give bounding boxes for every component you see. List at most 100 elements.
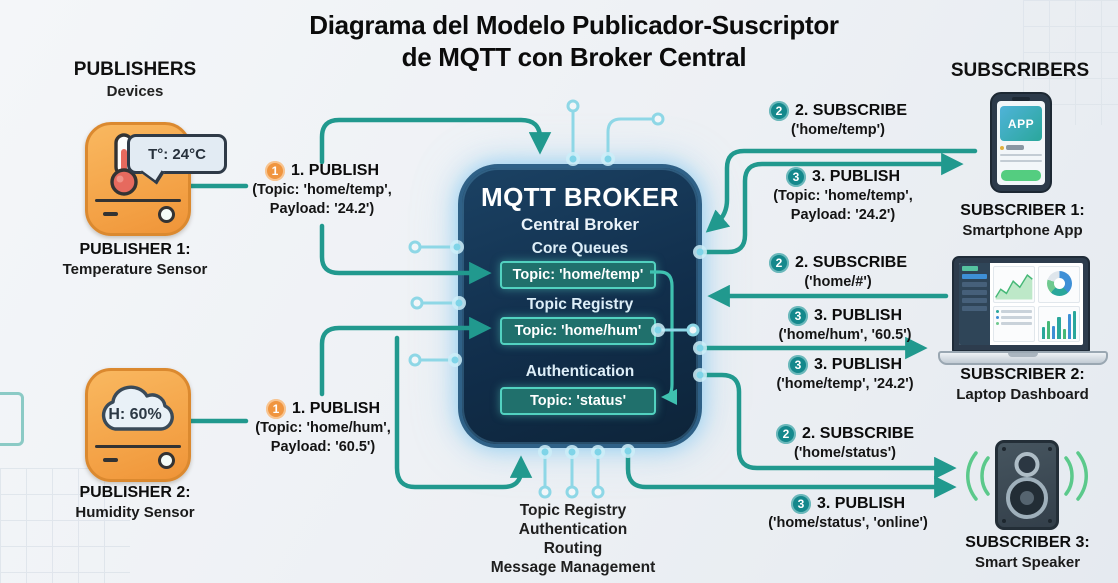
page-title-line1: Diagrama del Modelo Publicador-Suscripto… — [309, 10, 839, 40]
topic-box-home-hum: Topic: 'home/hum' — [500, 317, 656, 345]
subscriber-2-label: SUBSCRIBER 2: Laptop Dashboard — [930, 366, 1115, 403]
subscribers-header: SUBSCRIBERS — [930, 60, 1110, 82]
publish-1-hum-label: 1 1. PUBLISH (Topic: 'home/hum', Payload:… — [230, 399, 416, 457]
broker-function-item: Message Management — [490, 559, 656, 576]
bar-chart-card — [1038, 305, 1080, 342]
message-topic: ('home/status') — [794, 445, 896, 461]
step-badge: 1 — [264, 161, 285, 181]
phone-notch — [1012, 97, 1030, 101]
app-tile: APP — [1000, 106, 1042, 141]
publish-1-temp-label: 1 1. PUBLISH (Topic: 'home/temp', Payload… — [228, 161, 416, 219]
device-base-dash — [103, 212, 118, 216]
step-badge: 3 — [787, 306, 808, 326]
teal-square-decoration — [0, 392, 24, 446]
message-title: 3. PUBLISH — [816, 495, 905, 512]
message-title: 1. PUBLISH — [291, 400, 380, 417]
dashboard-screen — [959, 263, 1083, 345]
subscriber-3-label: SUBSCRIBER 3: Smart Speaker — [940, 534, 1115, 571]
step-badge: 3 — [785, 167, 806, 187]
topic-box-status: Topic: 'status' — [500, 387, 656, 415]
broker-subtitle: Central Broker — [520, 215, 640, 234]
svg-text:H: 60%: H: 60% — [108, 406, 161, 423]
message-title: 2. SUBSCRIBE — [801, 425, 915, 442]
temperature-reading-bubble: T°: 24°C — [127, 134, 227, 174]
message-topic: (Topic: 'home/hum', — [255, 420, 391, 436]
device-base-led — [158, 452, 175, 469]
device-base-dash — [103, 458, 118, 462]
publish-temp-laptop-label: 3 3. PUBLISH ('home/temp', '24.2') — [750, 355, 940, 394]
publisher-1-type: Temperature Sensor — [62, 261, 208, 278]
smartphone-icon: APP — [990, 92, 1052, 193]
donut-chart-card — [1038, 266, 1080, 303]
subscriber-1-type: Smartphone App — [962, 222, 1083, 239]
message-topic: ('home/temp', '24.2') — [776, 376, 914, 392]
subscriber-2-type: Laptop Dashboard — [956, 386, 1089, 403]
speaker-screw — [1002, 447, 1006, 451]
subscriber-3-type: Smart Speaker — [974, 554, 1081, 571]
broker-title: MQTT BROKER — [481, 182, 679, 212]
message-topic: (Topic: 'home/temp', — [252, 182, 392, 198]
phone-ui-line — [1000, 154, 1042, 156]
subscriber-2-name: SUBSCRIBER 2: — [960, 366, 1085, 383]
grid-decoration-bottom-left — [0, 468, 130, 583]
speaker-screw — [1048, 447, 1052, 451]
page-title: Diagrama del Modelo Publicador-Suscripto… — [30, 9, 1118, 73]
step-badge: 2 — [768, 253, 789, 273]
publisher-2-device: H: 60% — [85, 368, 191, 482]
step-badge: 2 — [775, 424, 796, 444]
publishers-header-title: PUBLISHERS — [73, 59, 197, 80]
message-title: 3. PUBLISH — [813, 307, 902, 324]
page-title-line2: de MQTT con Broker Central — [401, 42, 747, 72]
step-badge: 1 — [265, 399, 286, 419]
publisher-2-name: PUBLISHER 2: — [79, 484, 191, 501]
speaker-woofer — [1006, 477, 1048, 519]
device-base-led — [158, 206, 175, 223]
message-topic: ('home/hum', '60.5') — [778, 327, 912, 343]
subscriber-3-name: SUBSCRIBER 3: — [965, 534, 1090, 551]
message-title: 2. SUBSCRIBE — [794, 102, 908, 119]
broker-section-authentication: Authentication — [525, 363, 635, 380]
subscribe-speaker-label: 2 2. SUBSCRIBE ('home/status') — [755, 424, 935, 463]
broker-function-item: Routing — [543, 540, 603, 557]
phone-screen: APP — [997, 101, 1045, 185]
speaker-tweeter — [1014, 452, 1040, 477]
publishers-header: PUBLISHERS Devices — [45, 59, 225, 100]
subscribers-header-title: SUBSCRIBERS — [950, 60, 1090, 81]
broker-functions-list: Topic Registry Authentication Routing Me… — [452, 501, 694, 577]
publisher-2-label: PUBLISHER 2: Humidity Sensor — [35, 484, 235, 521]
publisher-1-name: PUBLISHER 1: — [79, 241, 191, 258]
message-topic: ('home/temp') — [791, 122, 885, 138]
message-title: 1. PUBLISH — [290, 162, 379, 179]
publish-hum-laptop-label: 3 3. PUBLISH ('home/hum', '60.5') — [750, 306, 940, 345]
phone-ui-line — [1000, 160, 1042, 162]
speaker-screw — [1048, 519, 1052, 523]
broker-section-core-queues: Core Queues — [531, 240, 629, 257]
phone-ui-row — [1000, 145, 1042, 150]
publisher-2-type: Humidity Sensor — [75, 504, 195, 521]
subscriber-1-name: SUBSCRIBER 1: — [960, 202, 1085, 219]
step-badge: 3 — [787, 355, 808, 375]
message-payload: Payload: '24.2') — [269, 201, 375, 217]
message-title: 3. PUBLISH — [813, 356, 902, 373]
broker-section-topic-registry: Topic Registry — [526, 296, 634, 313]
broker-function-item: Topic Registry — [519, 502, 627, 519]
step-badge: 3 — [790, 494, 811, 514]
dashboard-sidebar — [959, 263, 990, 345]
laptop-icon — [952, 256, 1090, 352]
subscriber-1-label: SUBSCRIBER 1: Smartphone App — [935, 202, 1110, 239]
publishers-header-sub: Devices — [106, 83, 164, 100]
phone-ui-button — [1001, 170, 1041, 181]
message-payload: Payload: '60.5') — [270, 439, 376, 455]
publish1-line-upper — [319, 117, 552, 165]
device-base-line — [95, 445, 181, 448]
broker-function-item: Authentication — [518, 521, 628, 538]
speaker-icon — [995, 440, 1059, 530]
dashboard-main — [990, 263, 1083, 345]
mqtt-broker-box: MQTT BROKER Central Broker Core Queues T… — [458, 164, 702, 448]
cloud-icon: H: 60% — [101, 385, 174, 431]
